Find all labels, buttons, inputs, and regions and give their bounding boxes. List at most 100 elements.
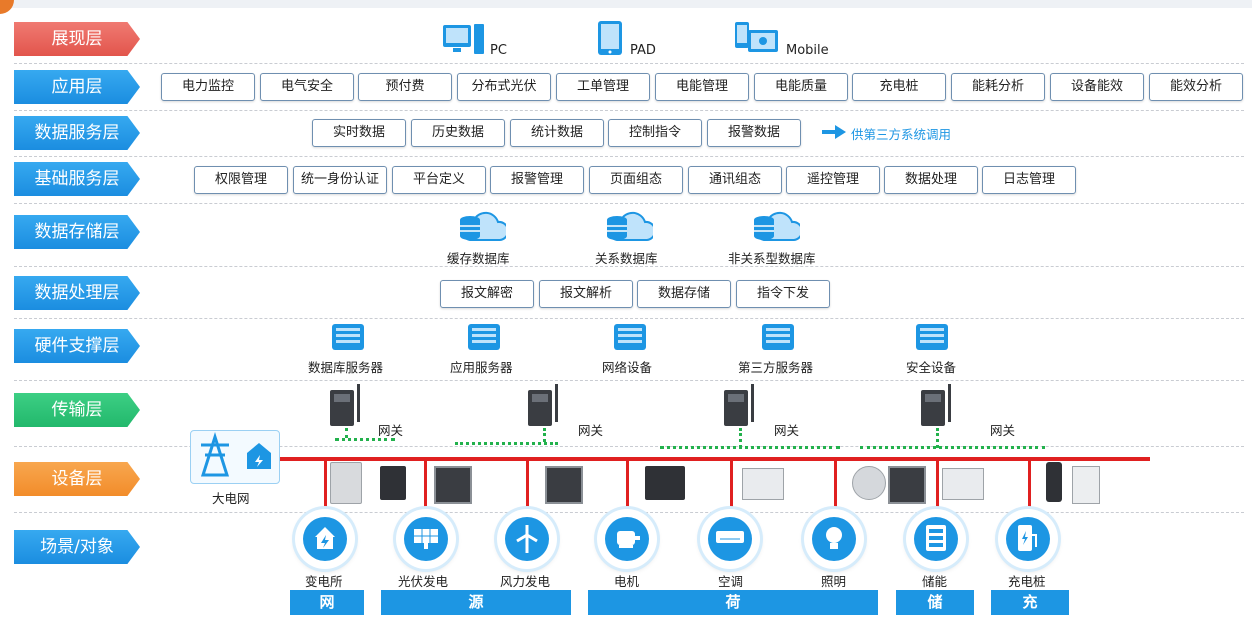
app-chip: 电能质量: [754, 73, 848, 101]
bus-drop: [730, 459, 733, 510]
app-chip: 预付费: [358, 73, 452, 101]
comm-link: [739, 428, 742, 448]
app-chip: 能效分析: [1149, 73, 1243, 101]
hardware-label: 数据库服务器: [308, 360, 384, 375]
pad-label: PAD: [630, 43, 656, 58]
arrow-right-icon: [822, 125, 846, 139]
scene-label: 变电所: [305, 574, 343, 589]
layer-application: 应用层: [14, 70, 140, 104]
database-cloud-icon: [754, 211, 800, 241]
charging-pile-icon: [998, 509, 1058, 569]
comm-link: [345, 428, 348, 438]
scene-label: 储能: [922, 574, 948, 589]
gateway-icon: [724, 384, 754, 426]
category-grid: 网: [290, 590, 364, 615]
hardware-label: 第三方服务器: [738, 360, 814, 375]
meter-device: [852, 466, 886, 500]
server-icon: [614, 324, 646, 350]
air-conditioner-icon: [700, 509, 760, 569]
separator: [14, 156, 1244, 157]
separator: [14, 110, 1244, 111]
app-chip: 充电桩: [852, 73, 946, 101]
meter-device: [645, 466, 685, 500]
server-icon: [916, 324, 948, 350]
data-service-chip: 控制指令: [608, 119, 702, 147]
separator: [14, 380, 1244, 381]
meter-device: [742, 468, 784, 500]
scene-label: 照明: [821, 574, 847, 589]
layer-data-processing: 数据处理层: [14, 276, 140, 310]
storage-label: 关系数据库: [595, 251, 658, 266]
gateway-label: 网关: [378, 423, 404, 438]
bus-drop: [526, 459, 529, 510]
separator: [14, 266, 1244, 267]
grid-box: [190, 430, 280, 484]
processing-chip: 报文解密: [440, 280, 534, 308]
wind-turbine-icon: [497, 509, 557, 569]
power-bus: [280, 457, 1150, 461]
category-source: 源: [381, 590, 571, 615]
bus-drop: [626, 459, 629, 510]
meter-device: [330, 462, 362, 504]
separator: [14, 203, 1244, 204]
comm-link: [860, 446, 1045, 449]
base-service-chip: 报警管理: [490, 166, 584, 194]
power-tower-icon: [200, 432, 271, 477]
layer-transport: 传输层: [14, 393, 140, 427]
hardware-label: 应用服务器: [450, 360, 513, 375]
meter-device: [434, 466, 472, 504]
base-service-chip: 通讯组态: [688, 166, 782, 194]
pc-icon: [443, 24, 484, 54]
storage-label: 缓存数据库: [447, 251, 510, 266]
base-service-chip: 页面组态: [589, 166, 683, 194]
gateway-label: 网关: [774, 423, 800, 438]
hardware-label: 网络设备: [602, 360, 653, 375]
meter-device: [380, 466, 406, 500]
app-chip: 电气安全: [260, 73, 354, 101]
hardware-label: 安全设备: [906, 360, 957, 375]
separator: [14, 318, 1244, 319]
solar-panel-icon: [396, 509, 456, 569]
separator: [14, 63, 1244, 64]
app-chip: 电能管理: [655, 73, 749, 101]
motor-icon: [597, 509, 657, 569]
comm-link: [543, 428, 546, 442]
corner-accent: [0, 0, 14, 14]
layer-base-service: 基础服务层: [14, 162, 140, 196]
server-icon: [468, 324, 500, 350]
data-service-chip: 实时数据: [312, 119, 406, 147]
base-service-chip: 权限管理: [194, 166, 288, 194]
data-service-chip: 报警数据: [707, 119, 801, 147]
gateway-label: 网关: [578, 423, 604, 438]
scene-label: 风力发电: [500, 574, 551, 589]
storage-label: 非关系型数据库: [728, 251, 816, 266]
data-service-chip: 统计数据: [510, 119, 604, 147]
meter-device: [1046, 462, 1062, 502]
energy-storage-icon: [906, 509, 966, 569]
base-service-chip: 日志管理: [982, 166, 1076, 194]
layer-scene: 场景/对象: [14, 530, 140, 564]
processing-chip: 指令下发: [736, 280, 830, 308]
layer-data-service: 数据服务层: [14, 116, 140, 150]
scene-label: 电机: [614, 574, 640, 589]
bus-drop: [424, 459, 427, 510]
scene-label: 光伏发电: [398, 574, 449, 589]
comm-link: [936, 428, 939, 448]
category-charging: 充: [991, 590, 1069, 615]
gateway-label: 网关: [990, 423, 1016, 438]
base-service-chip: 统一身份认证: [293, 166, 387, 194]
separator: [14, 446, 1244, 447]
mobile-icon: [735, 22, 778, 52]
gateway-icon: [921, 384, 951, 426]
layer-presentation: 展现层: [14, 22, 140, 56]
processing-chip: 报文解析: [539, 280, 633, 308]
base-service-chip: 平台定义: [392, 166, 486, 194]
comm-link: [335, 438, 395, 441]
layer-hardware: 硬件支撑层: [14, 329, 140, 363]
meter-device: [545, 466, 583, 504]
layer-device: 设备层: [14, 462, 140, 496]
comm-link: [455, 442, 558, 445]
app-chip: 能耗分析: [951, 73, 1045, 101]
processing-chip: 数据存储: [637, 280, 731, 308]
app-chip: 电力监控: [161, 73, 255, 101]
